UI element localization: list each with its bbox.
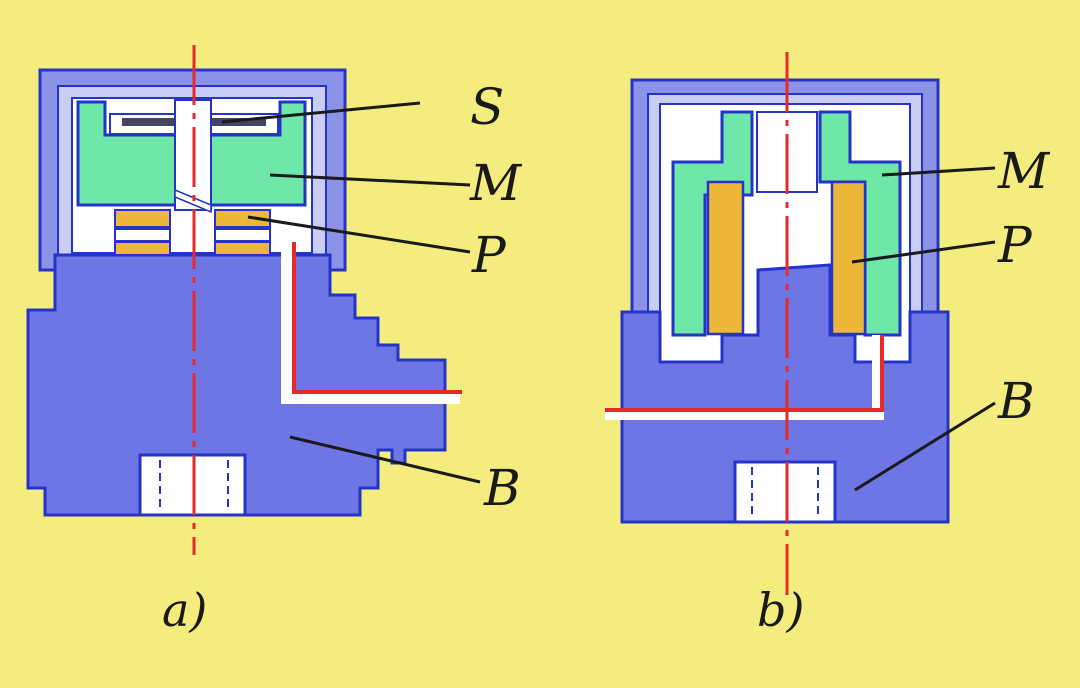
figure-b-piezo-left xyxy=(706,180,745,336)
figure-a-label-s: S xyxy=(470,78,504,136)
figure-b-seismic-mass-left xyxy=(671,110,754,337)
figure-a-piezo-left xyxy=(114,209,171,228)
figure-b-label-p: P xyxy=(997,216,1033,274)
figure-b-signal-lead-white xyxy=(605,335,884,420)
figure-b-leader-b xyxy=(854,401,996,492)
figure-b-label-m: M xyxy=(997,142,1051,200)
figure-a-leader-b xyxy=(289,435,481,484)
figure-b-base xyxy=(620,263,950,524)
figure-b-piezo-right xyxy=(830,180,867,336)
figure-a-signal-lead-white xyxy=(281,242,460,404)
figure-b-leader-p xyxy=(851,240,996,264)
figure-b: M P B b) xyxy=(605,52,1051,637)
figure-a-electrode-right xyxy=(214,228,271,242)
figure-a-label-b: B xyxy=(483,459,521,517)
figure-a-label-m: M xyxy=(469,154,523,212)
figure-b-leader-m xyxy=(881,166,996,177)
figure-a-signal-lead xyxy=(292,242,462,394)
figure-b-signal-lead xyxy=(605,335,884,412)
figure-b-base-hole xyxy=(733,460,837,524)
figure-a-leader-s xyxy=(221,101,421,124)
figure-a-caption: a) xyxy=(162,583,207,637)
figure-a-electrode-left xyxy=(114,228,171,242)
figure-a-leader-p xyxy=(247,215,471,254)
figure-a-piezo-left-lower xyxy=(114,241,171,256)
figure-a: S M P B a) xyxy=(26,45,523,637)
figure-a-piezo-right-lower xyxy=(214,241,271,256)
figure-a-leader-m xyxy=(269,173,471,187)
figure-a-piezo-right xyxy=(214,209,271,228)
figure-a-label-p: P xyxy=(471,226,507,284)
figure-b-caption: b) xyxy=(757,583,804,637)
figure-b-label-b: B xyxy=(997,372,1035,430)
